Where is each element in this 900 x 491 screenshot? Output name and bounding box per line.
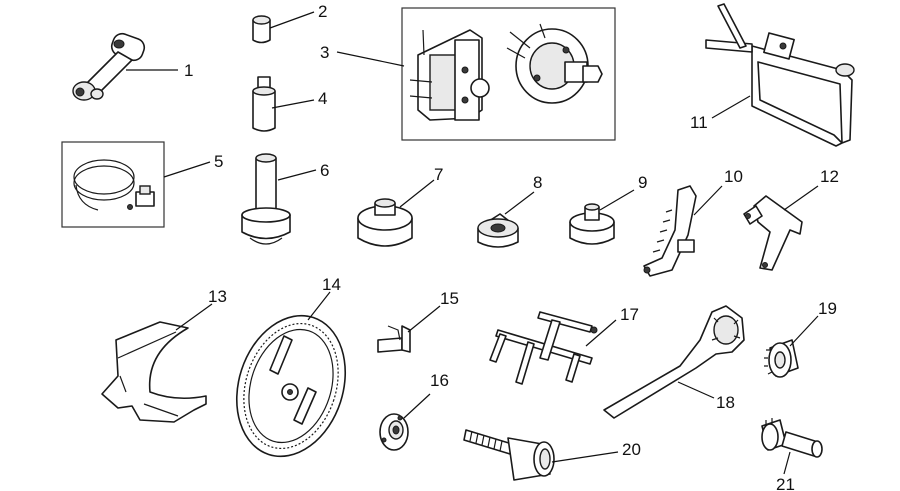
part-3-frame [401, 7, 616, 141]
callout-9: 9 [638, 173, 647, 192]
callout-16: 16 [430, 371, 449, 390]
callout-20: 20 [622, 440, 641, 459]
callout-19: 19 [818, 299, 837, 318]
part-1-articulated-arm [72, 32, 146, 101]
callout-11: 11 [690, 113, 708, 132]
callout-7: 7 [434, 165, 443, 184]
part-17-pin-fixture [489, 311, 598, 385]
callout-12: 12 [820, 167, 839, 186]
callout-14: 14 [322, 275, 341, 294]
part-8-bushing [477, 213, 519, 248]
callout-4: 4 [318, 89, 327, 108]
part-2-sleeve [252, 15, 271, 44]
callout-2: 2 [318, 2, 327, 21]
callout-13: 13 [208, 287, 227, 306]
part-5-clamp-ring [73, 159, 155, 211]
callout-17: 17 [620, 305, 639, 324]
part-19-toothed-sleeve [764, 339, 799, 378]
callout-15: 15 [440, 289, 459, 308]
part-15-bent-plate [377, 325, 411, 353]
callout-21: 21 [776, 475, 795, 491]
callout-10: 10 [724, 167, 743, 186]
part-7-cup-tool [357, 198, 413, 247]
callout-8: 8 [533, 173, 542, 192]
callout-18: 18 [716, 393, 735, 412]
part-20-threaded-puller [463, 429, 555, 481]
callout-6: 6 [320, 161, 329, 180]
part-4-pin [252, 76, 276, 132]
part-10-toothed-lever [643, 185, 697, 277]
part-9-small-cup [569, 203, 615, 245]
callout-1: 1 [184, 61, 193, 80]
part-5-frame [61, 141, 165, 228]
part-6-drift [241, 153, 291, 245]
part-3-puller-assembly [409, 29, 490, 121]
callout-3: 3 [320, 43, 329, 62]
callout-5: 5 [214, 152, 223, 171]
part-11-c-frame-clamp [705, 3, 855, 147]
part-14-flywheel [235, 314, 347, 458]
part-21-socket-tool [761, 418, 823, 458]
part-16-flanged-hub [379, 413, 409, 451]
part-12-bracket [743, 195, 803, 271]
part-3-puller-disc [506, 23, 603, 104]
part-13-curved-plate [101, 321, 207, 423]
part-18-pin-spanner [603, 305, 745, 419]
